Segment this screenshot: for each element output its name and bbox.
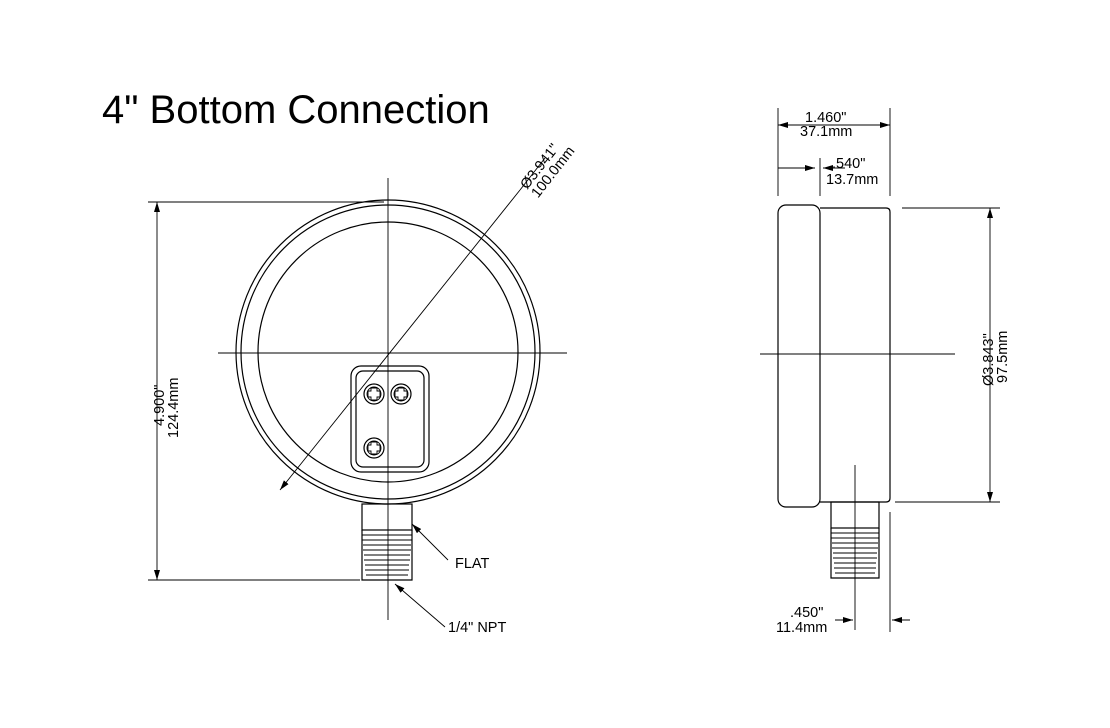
bezel-imperial-label: .540": [832, 156, 865, 172]
bezel-profile: [777, 204, 821, 508]
side-diameter-imperial-label: Ø3.843": [981, 333, 997, 386]
side-stem: [830, 465, 880, 630]
side-view: 1.460" 37.1mm .540" 13.7mm Ø3.843" 97.5m…: [760, 108, 1011, 636]
stem-metric-label: 11.4mm: [776, 620, 827, 636]
bottom-connection: [361, 503, 413, 581]
height-metric-label: 124.4mm: [166, 378, 182, 438]
screw-icon: [390, 383, 412, 405]
bezel-metric-label: 13.7mm: [826, 172, 878, 188]
depth-imperial-label: 1.460": [805, 110, 846, 126]
npt-leader: [394, 583, 446, 628]
side-diameter-metric-label: 97.5mm: [995, 331, 1011, 383]
page-title: 4" Bottom Connection: [102, 88, 490, 132]
flat-label: FLAT: [455, 556, 490, 572]
depth-metric-label: 37.1mm: [800, 124, 852, 140]
case-profile: [820, 207, 891, 503]
flat-leader: [411, 523, 449, 561]
stem-imperial-label: .450": [790, 605, 823, 621]
diameter-dimension-line: [279, 189, 521, 491]
height-imperial-label: 4.900": [152, 385, 168, 426]
front-view: Ø3.941" 100.0mm 4.900" 124.4mm FLAT 1/4"…: [148, 141, 578, 636]
screw-icon: [363, 437, 385, 459]
screw-icon: [363, 383, 385, 405]
diameter-leader: [519, 157, 546, 191]
npt-label: 1/4" NPT: [448, 620, 506, 636]
back-plate: [350, 365, 430, 473]
